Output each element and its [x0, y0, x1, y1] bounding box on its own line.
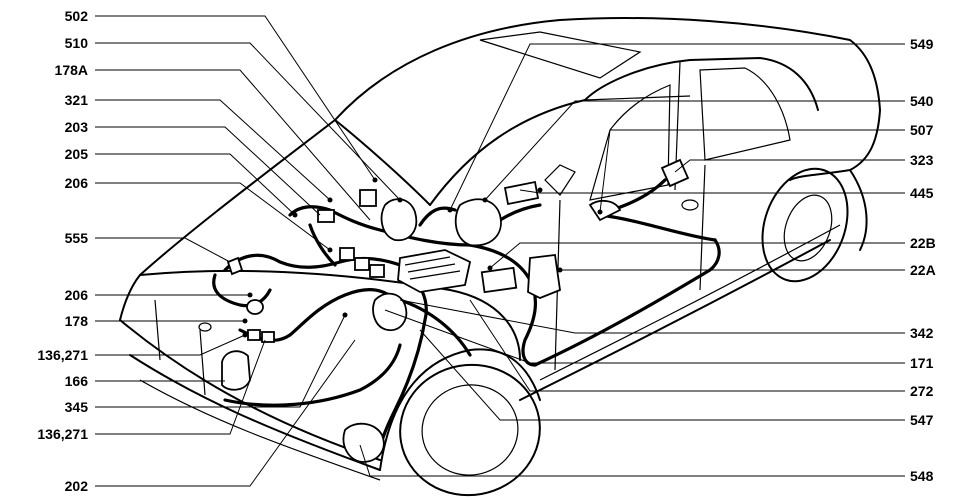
callout-label: 323: [910, 152, 934, 168]
callout-label: 549: [910, 36, 934, 52]
callout-label: 548: [910, 468, 934, 484]
callout-label: 205: [65, 146, 89, 162]
callout-label: 203: [65, 119, 89, 135]
callout-label: 171: [910, 355, 934, 371]
callout-label: 136,271: [37, 426, 88, 442]
leader-lines-right: [359, 43, 905, 477]
callout-label: 502: [65, 8, 89, 24]
callout-label: 321: [65, 92, 89, 108]
leader-lines-left: [95, 15, 401, 487]
callout-label: 445: [910, 185, 934, 201]
callout-label: 547: [910, 412, 934, 428]
callout-label: 178A: [55, 62, 88, 78]
callout-label: 22B: [910, 235, 936, 251]
callout-label: 136,271: [37, 347, 88, 363]
callouts-right: 549 540 507 323 445 22B 22A 342 171 272 …: [910, 36, 936, 484]
callout-label: 206: [65, 175, 89, 191]
callout-label: 206: [65, 287, 89, 303]
connection-dots: [242, 177, 603, 338]
callout-label: 166: [65, 373, 89, 389]
callout-label: 540: [910, 93, 934, 109]
callout-label: 202: [65, 478, 89, 494]
callout-label: 22A: [910, 262, 936, 278]
callout-label: 510: [65, 35, 89, 51]
components: [221, 158, 690, 463]
callout-label: 342: [910, 325, 934, 341]
callout-label: 272: [910, 383, 934, 399]
car-body: [119, 17, 881, 497]
callout-label: 345: [65, 399, 89, 415]
callout-label: 507: [910, 122, 934, 138]
callouts-left: 502 510 178A 321 203 205 206 555 206 178…: [37, 8, 88, 494]
callout-label: 555: [65, 230, 89, 246]
callout-label: 178: [65, 313, 89, 329]
